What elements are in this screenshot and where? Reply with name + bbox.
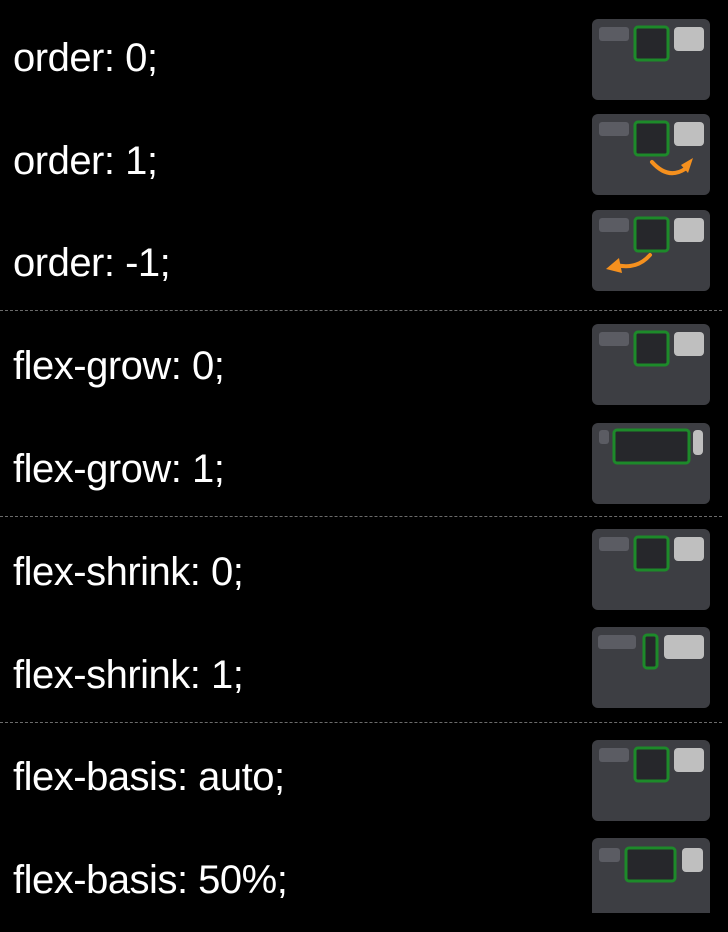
row-label-order-1: order: 1; <box>13 139 158 183</box>
flex-order-0-icon <box>592 19 710 100</box>
row-label-flex-shrink-0: flex-shrink: 0; <box>13 550 244 594</box>
flex-shrink-1-icon <box>592 627 710 708</box>
row-label-flex-grow-1: flex-grow: 1; <box>13 447 225 491</box>
flex-grow-0-icon <box>592 324 710 405</box>
flex-basis-auto-icon <box>592 740 710 821</box>
row-label-order-neg1: order: -1; <box>13 241 171 285</box>
flex-basis-50-icon <box>592 838 710 913</box>
row-label-flex-basis-auto: flex-basis: auto; <box>13 755 285 799</box>
section-divider <box>0 516 722 517</box>
row-label-order-0: order: 0; <box>13 36 158 80</box>
row-label-flex-basis-50: flex-basis: 50%; <box>13 858 288 902</box>
row-label-flex-shrink-1: flex-shrink: 1; <box>13 653 244 697</box>
section-divider <box>0 722 722 723</box>
flex-grow-1-icon <box>592 423 710 504</box>
section-divider <box>0 310 722 311</box>
flex-order-neg1-icon <box>592 210 710 291</box>
row-label-flex-grow-0: flex-grow: 0; <box>13 344 225 388</box>
flex-shrink-0-icon <box>592 529 710 610</box>
flex-order-1-icon <box>592 114 710 195</box>
